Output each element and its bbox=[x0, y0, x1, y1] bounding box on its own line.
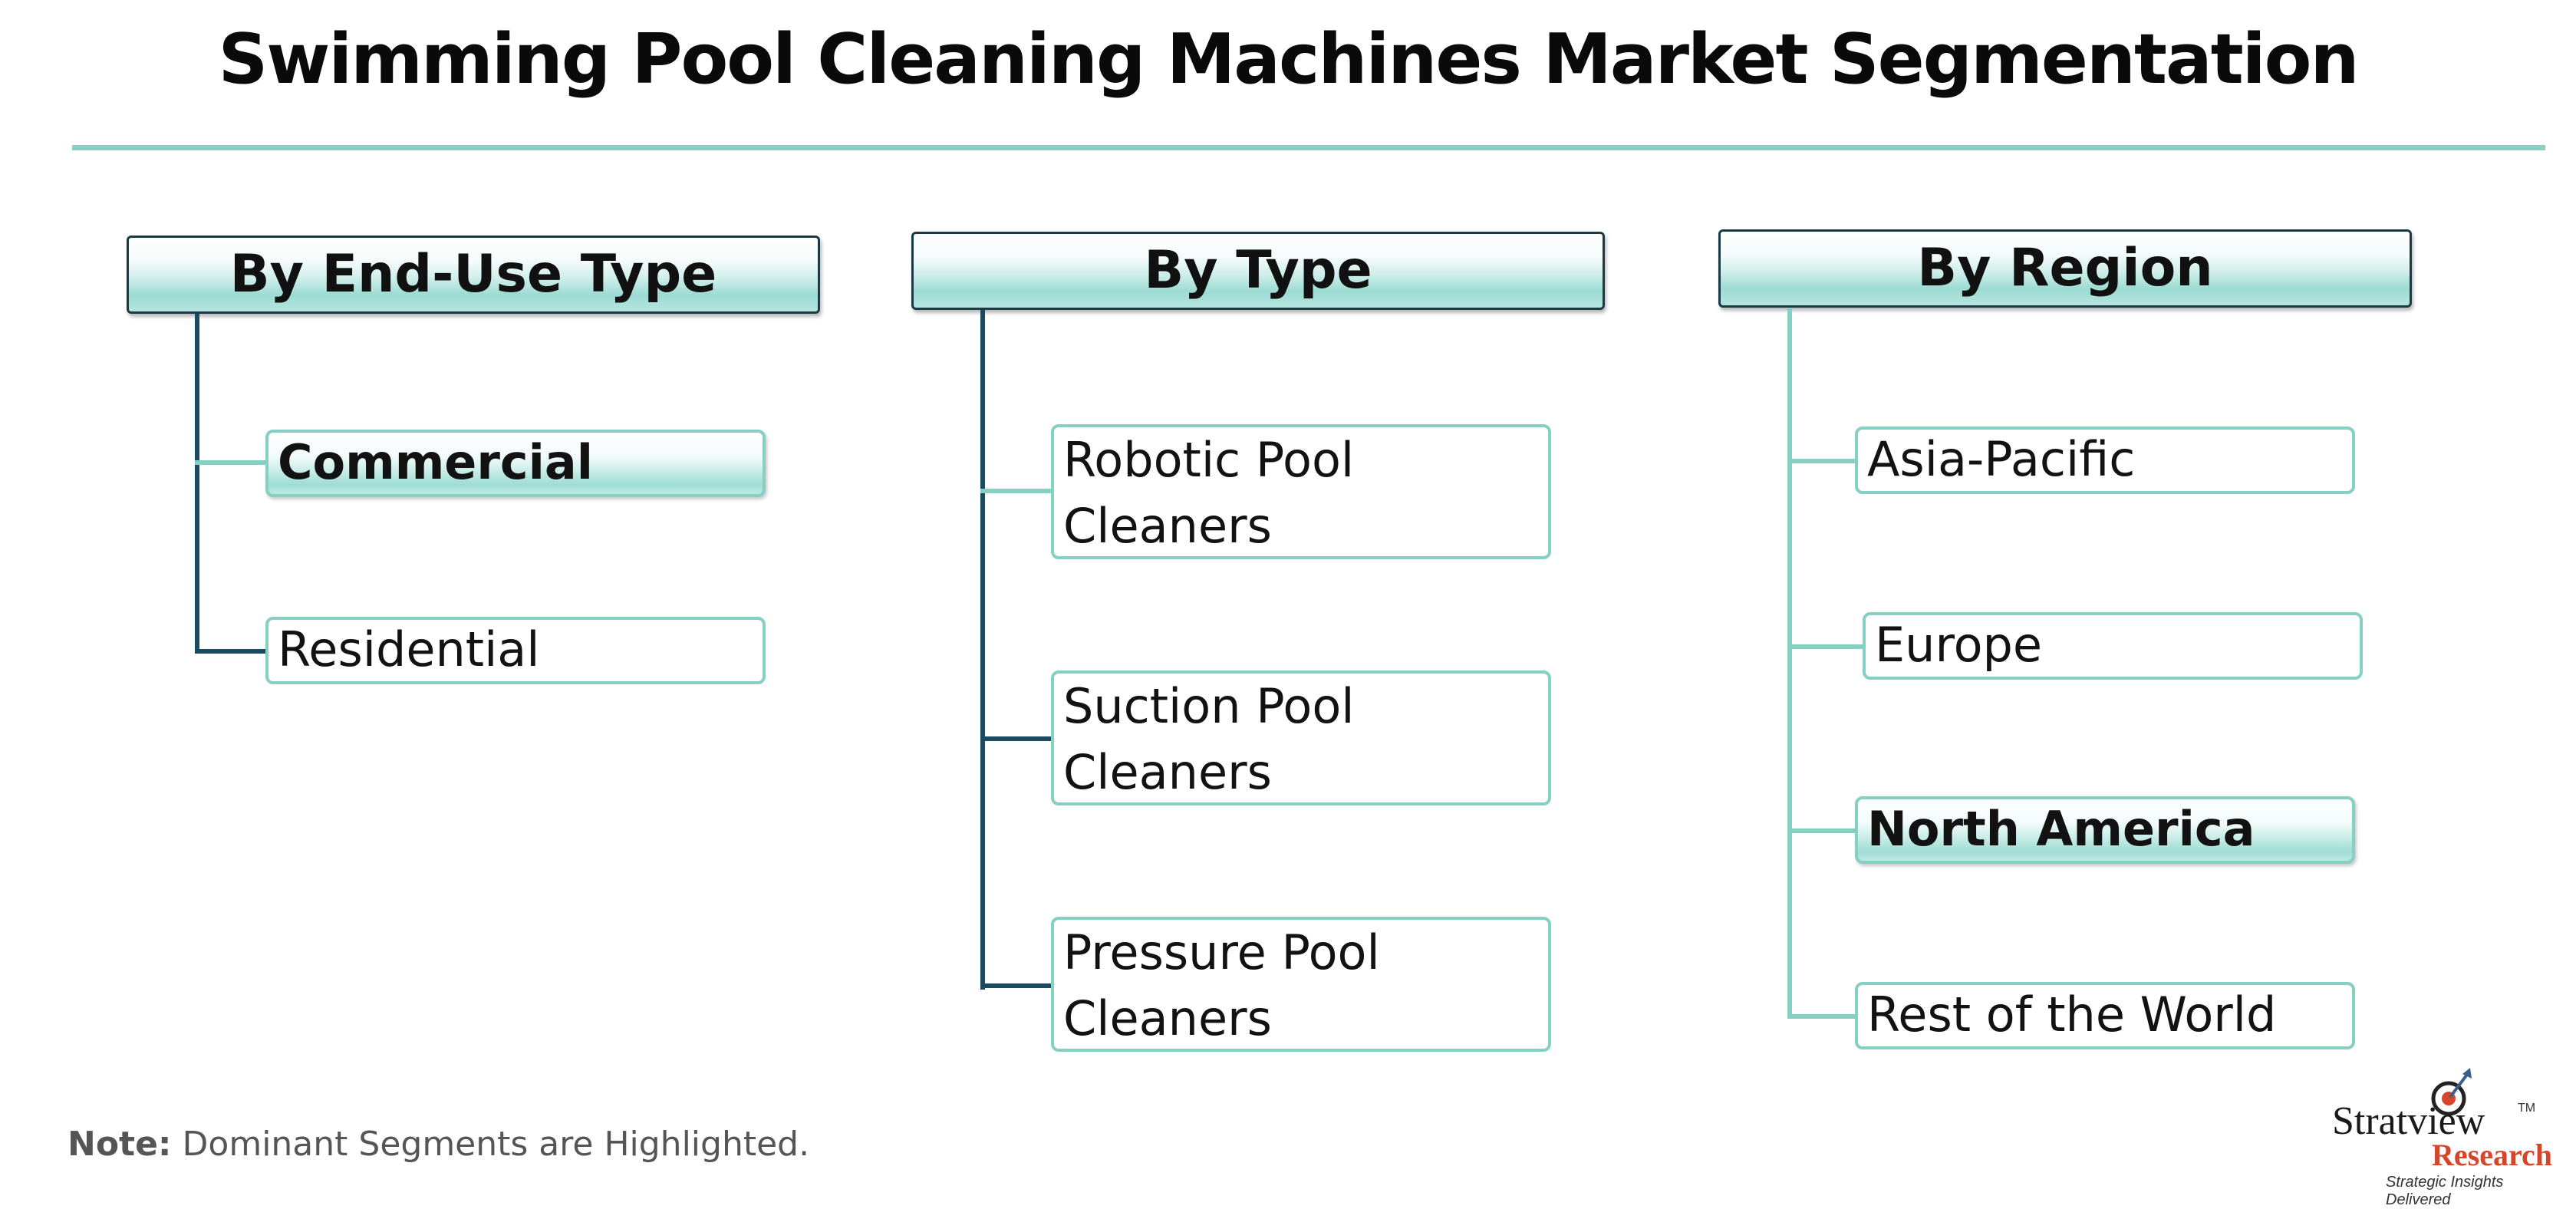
header-by-end-use-type: By End-Use Type bbox=[127, 236, 820, 314]
segment-pressure-line1: Pressure Pool bbox=[1063, 924, 1380, 980]
connector-rest-of-world bbox=[1787, 1014, 1858, 1019]
connector-residential bbox=[195, 649, 267, 654]
connector-asia-pacific bbox=[1787, 459, 1858, 463]
segment-europe: Europe bbox=[1863, 612, 2363, 680]
segment-residential: Residential bbox=[265, 617, 766, 684]
segment-pressure-line2: Cleaners bbox=[1063, 990, 1272, 1046]
logo-tagline: Strategic Insights Delivered bbox=[2386, 1174, 2504, 1208]
connector-commercial bbox=[195, 460, 267, 465]
segment-robotic-line1: Robotic Pool bbox=[1063, 432, 1355, 488]
segment-suction-pool-cleaners: Suction Pool Cleaners bbox=[1051, 670, 1551, 805]
connector-pressure bbox=[980, 983, 1054, 988]
title-divider bbox=[72, 145, 2545, 150]
segment-asia-pacific: Asia-Pacific bbox=[1855, 427, 2355, 494]
stratview-logo: Stratview TM Research Strategic Insights… bbox=[2324, 1059, 2562, 1208]
logo-target-arrow-icon bbox=[2431, 1068, 2472, 1116]
connector-europe bbox=[1787, 644, 1864, 649]
segment-robotic-line2: Cleaners bbox=[1063, 498, 1272, 554]
connector-region-trunk bbox=[1787, 308, 1792, 1019]
segment-robotic-pool-cleaners: Robotic Pool Cleaners bbox=[1051, 424, 1551, 559]
segment-suction-line2: Cleaners bbox=[1063, 744, 1272, 800]
segment-pressure-pool-cleaners: Pressure Pool Cleaners bbox=[1051, 917, 1551, 1052]
logo-sub: Research bbox=[2432, 1138, 2552, 1172]
segment-north-america: North America bbox=[1855, 796, 2355, 864]
segment-rest-of-the-world: Rest of the World bbox=[1855, 982, 2355, 1049]
footnote-text: Dominant Segments are Highlighted. bbox=[182, 1125, 810, 1164]
connector-suction bbox=[980, 736, 1054, 741]
footnote: Note: Dominant Segments are Highlighted. bbox=[68, 1125, 809, 1164]
header-by-region: By Region bbox=[1718, 229, 2412, 308]
segment-commercial: Commercial bbox=[265, 430, 766, 497]
page-title: Swimming Pool Cleaning Machines Market S… bbox=[218, 19, 2359, 100]
segment-suction-line1: Suction Pool bbox=[1063, 678, 1355, 734]
connector-robotic bbox=[980, 489, 1054, 493]
footnote-prefix: Note: bbox=[68, 1125, 172, 1164]
logo-tm: TM bbox=[2518, 1102, 2536, 1115]
logo-name: Stratview bbox=[2332, 1099, 2485, 1143]
connector-north-america bbox=[1787, 829, 1858, 833]
connector-end-use-trunk bbox=[195, 314, 199, 654]
header-by-type: By Type bbox=[911, 232, 1605, 310]
connector-type-trunk bbox=[980, 310, 985, 990]
